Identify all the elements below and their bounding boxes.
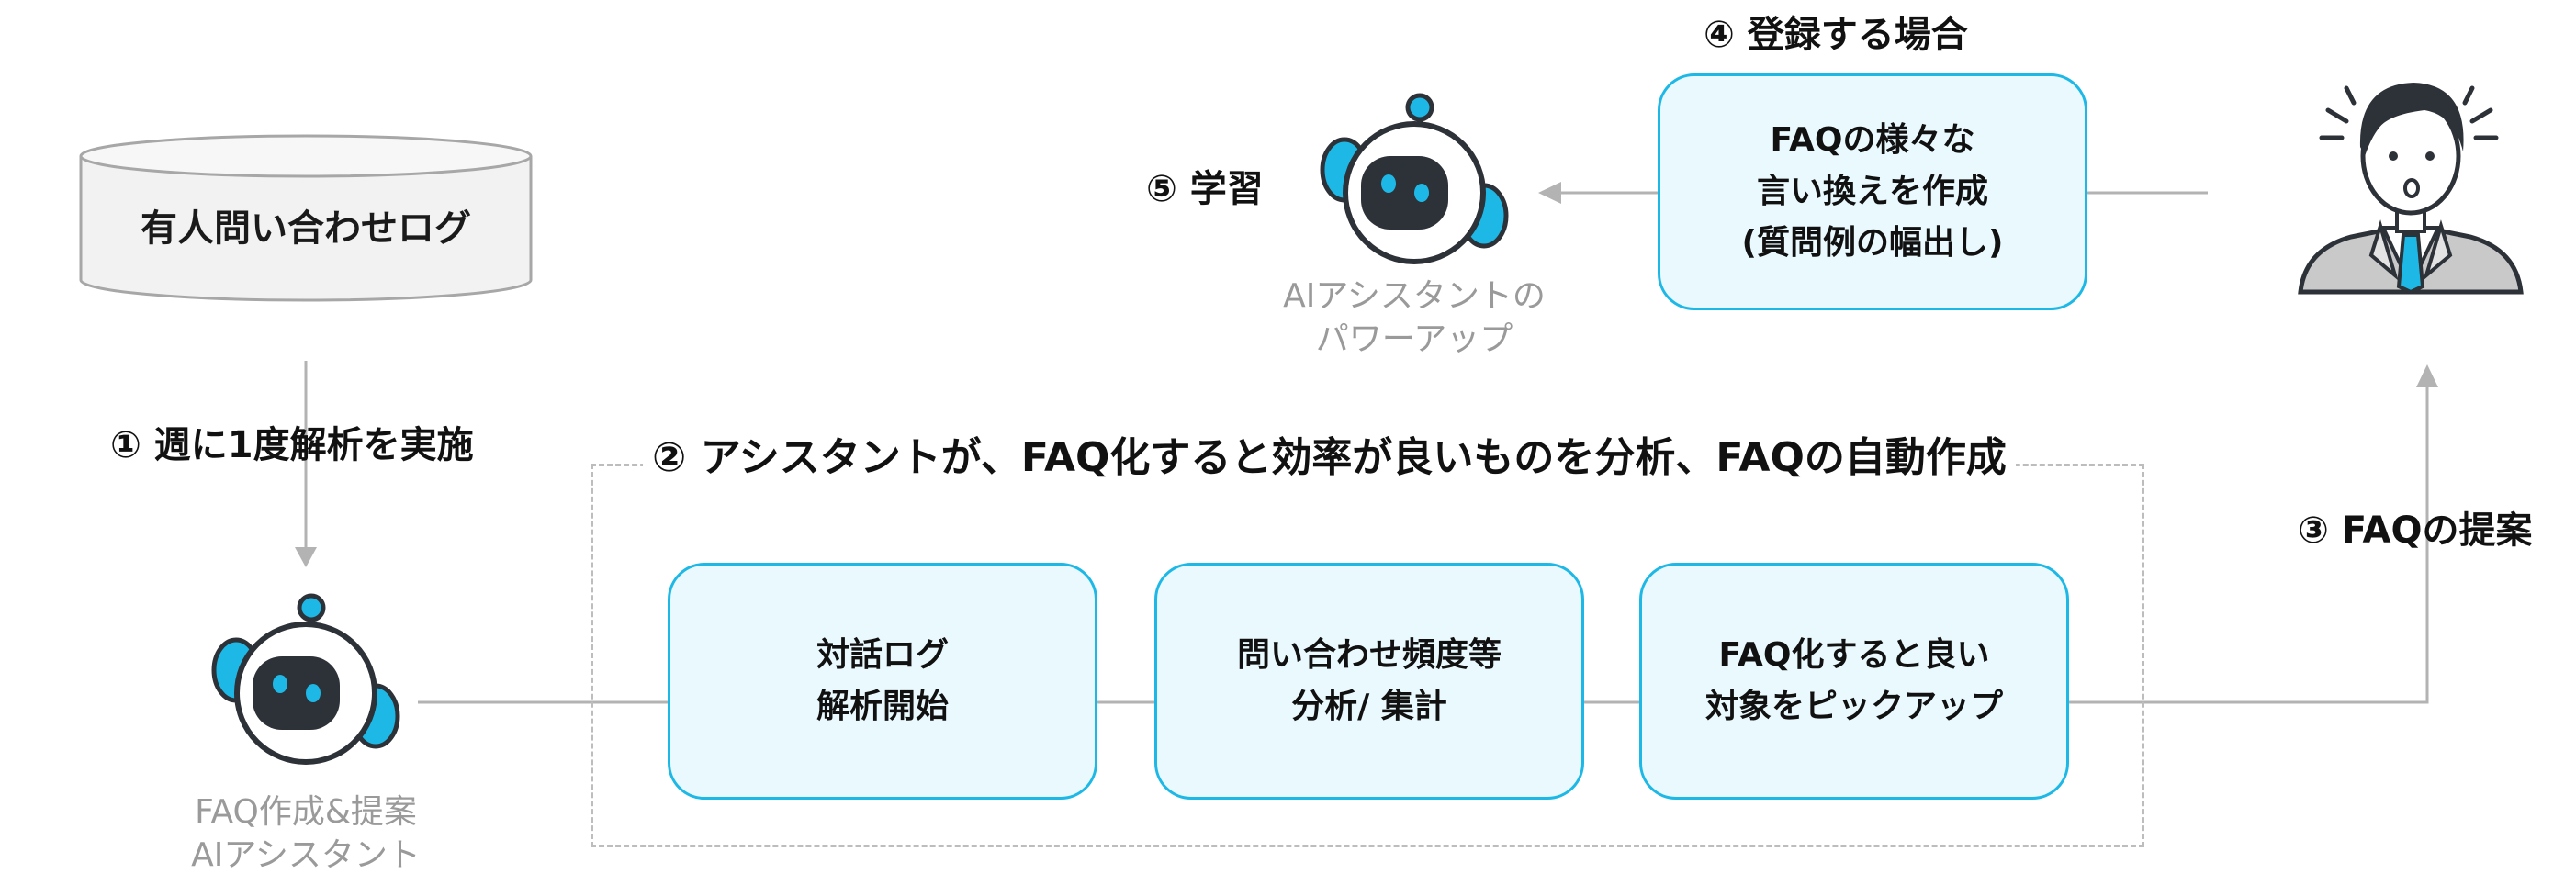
- caption-line: AIアシスタントの: [1283, 277, 1546, 315]
- robot-icon: [1320, 93, 1509, 264]
- process-box-line: 対話ログ: [816, 636, 949, 675]
- arrow-icon: [295, 547, 317, 567]
- assistant-bottom-caption: FAQ作成&提案 AIアシスタント: [122, 791, 489, 878]
- process-box-line: 対象をピックアップ: [1704, 688, 2003, 725]
- faq-box-line: (質問例の幅出し): [1741, 223, 2004, 262]
- database-icon: [79, 134, 533, 302]
- database-label: 有人問い合わせログ: [141, 207, 471, 250]
- arrow-icon: [1538, 182, 1561, 204]
- faq-paraphrase-box: FAQの様々な 言い換えを作成 (質問例の幅出し): [1658, 73, 2087, 310]
- caption-line: パワーアップ: [1315, 319, 1513, 358]
- caption-line: FAQ作成&提案: [195, 793, 417, 831]
- assistant-top-caption: AIアシスタントの パワーアップ: [1231, 275, 1598, 362]
- process-box-line: FAQ化すると良い: [1718, 636, 1990, 675]
- faq-box-line: 言い換えを作成: [1756, 173, 1988, 211]
- flow-line-to-person: [2069, 376, 2429, 704]
- process-box-log-analysis: 対話ログ 解析開始: [668, 563, 1097, 800]
- process-box-line: 解析開始: [816, 688, 949, 725]
- arrow-icon: [2416, 364, 2438, 387]
- step1-label: ① 週に1度解析を実施: [110, 424, 474, 466]
- process-box-line: 問い合わせ頻度等: [1236, 636, 1502, 675]
- step5-label: ⑤ 学習: [1146, 168, 1264, 210]
- caption-line: AIアシスタント: [191, 835, 421, 874]
- process-box-line: 分析/ 集計: [1291, 688, 1447, 725]
- step2-label: ② アシスタントが、FAQ化すると効率が良いものを分析、FAQの自動作成: [643, 438, 2016, 478]
- step3-label: ③ FAQの提案: [2298, 510, 2533, 552]
- step4-label: ④ 登録する場合: [1704, 14, 1968, 56]
- businessman-icon: [2298, 83, 2524, 295]
- faq-box-line: FAQの様々な: [1770, 121, 1975, 160]
- process-box-frequency: 問い合わせ頻度等 分析/ 集計: [1154, 563, 1584, 800]
- process-box-pickup: FAQ化すると良い 対象をピックアップ: [1639, 563, 2069, 800]
- robot-icon: [211, 593, 400, 765]
